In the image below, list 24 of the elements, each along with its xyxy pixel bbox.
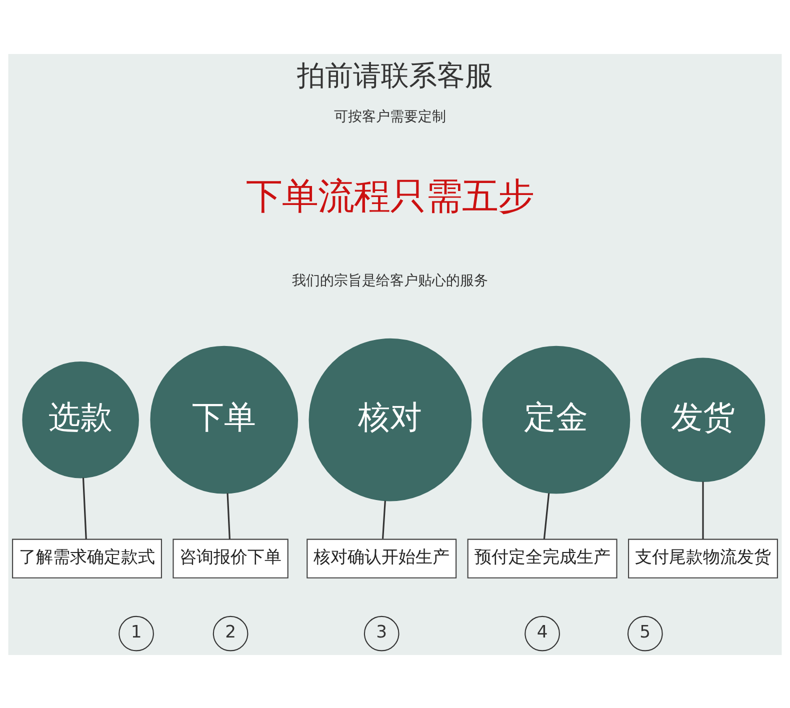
node-circle: 核对 xyxy=(308,338,472,501)
connector xyxy=(543,492,550,539)
node-box: 支付尾款物流发货 xyxy=(628,538,778,578)
label: 可按客户需要定制 xyxy=(334,108,446,124)
node-circle: 下单 xyxy=(150,345,298,494)
node-circle: 定金 xyxy=(482,345,630,494)
node-box: 咨询报价下单 xyxy=(172,538,288,578)
node-box: 预付定全完成生产 xyxy=(467,538,618,578)
diagram-title: 拍前请联系客服 xyxy=(297,58,493,92)
node-circle: 5 xyxy=(627,615,663,651)
node-circle: 3 xyxy=(364,615,400,651)
node-circle: 选款 xyxy=(22,360,139,478)
node-circle: 4 xyxy=(524,615,560,651)
node-circle: 发货 xyxy=(640,357,766,482)
node-box: 了解需求确定款式 xyxy=(12,538,162,578)
node-box: 核对确认开始生产 xyxy=(306,538,457,578)
connector xyxy=(702,481,704,539)
connector xyxy=(382,500,386,538)
node-circle: 1 xyxy=(118,615,154,651)
node-circle: 2 xyxy=(212,615,248,651)
label: 我们的宗旨是给客户贴心的服务 xyxy=(292,272,488,288)
label: 下单流程只需五步 xyxy=(246,174,534,217)
connector xyxy=(82,477,87,539)
connector xyxy=(226,492,230,539)
